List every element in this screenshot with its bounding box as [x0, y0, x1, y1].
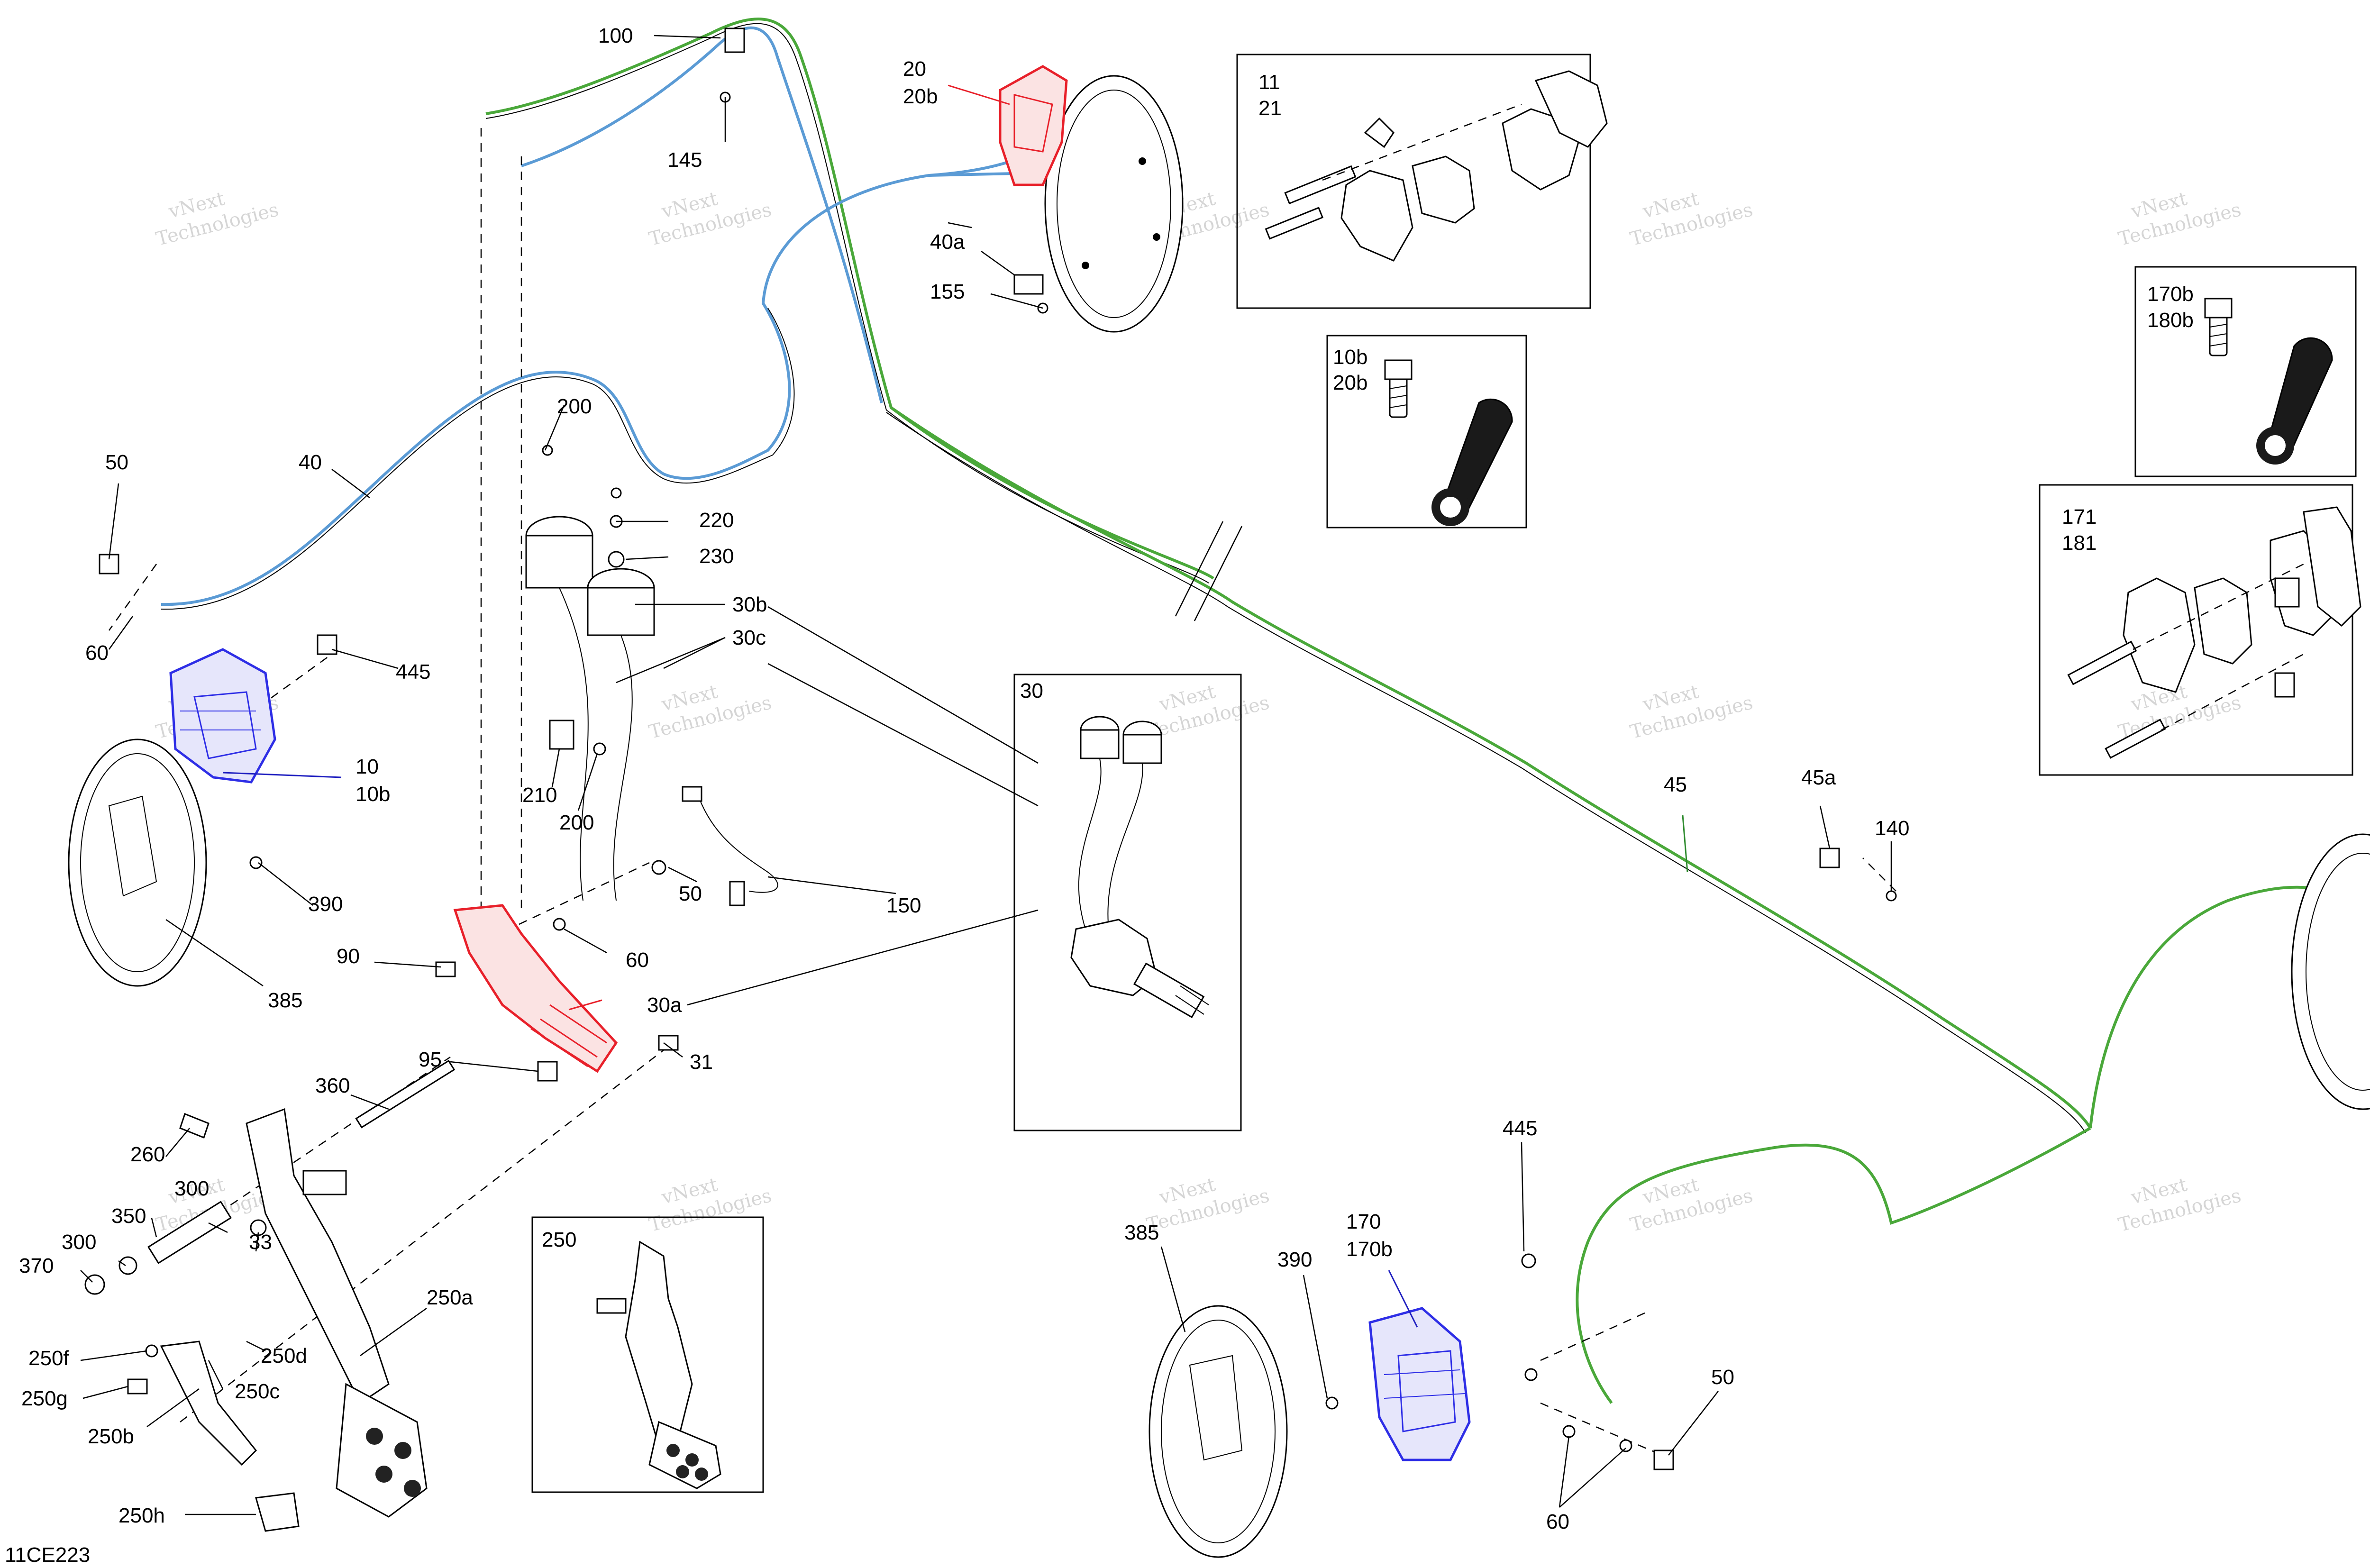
callout-10: 10: [356, 755, 379, 778]
callout-250g: 250g: [21, 1387, 68, 1410]
watermark: vNext Technologies: [1628, 1174, 1755, 1236]
callout-20: 20: [903, 57, 926, 81]
drawing-code: 11CE223: [5, 1543, 90, 1567]
brake-disc-385-right: [1149, 1305, 1288, 1558]
callout-30c: 30c: [732, 626, 766, 649]
callout-95: 95: [419, 1048, 442, 1071]
brake-disc-385-left: [68, 738, 207, 987]
callout-33: 33: [249, 1231, 272, 1254]
front-brake-disc-top: [1044, 75, 1184, 333]
callout-260: 260: [130, 1143, 165, 1166]
pedal-pad-250h: [255, 1492, 300, 1532]
brake-line-blue-top: [521, 26, 883, 403]
callout-30b: 30b: [732, 593, 767, 616]
inset-bleeder-rear: [2134, 266, 2357, 477]
watermark: vNext Technologies: [1628, 681, 1755, 743]
callout-200-top: 200: [557, 395, 592, 418]
watermark: vNext Technologies: [154, 188, 281, 250]
front-caliper-red: [999, 65, 1068, 186]
callout-390-left: 390: [308, 893, 343, 916]
callout-210: 210: [522, 784, 557, 807]
callout-170b: 170b: [1346, 1238, 1393, 1261]
callout-60-left: 60: [85, 641, 109, 665]
watermark: vNext Technologies: [647, 1174, 774, 1236]
watermark: vNext Technologies: [647, 681, 774, 743]
brake-reservoirs: [525, 516, 655, 901]
callout-250a: 250a: [427, 1286, 473, 1309]
callout-180b-box: 180b: [2147, 309, 2194, 332]
brake-line-45: [890, 406, 2092, 1129]
callout-45: 45: [1664, 773, 1687, 796]
inset-bleeder-front: [1326, 335, 1527, 529]
callout-445-left: 445: [396, 660, 430, 684]
callout-90: 90: [337, 945, 360, 968]
inset-pads-front: [1236, 54, 1608, 309]
callout-171: 171: [2062, 505, 2097, 529]
brake-pedal-250a: [246, 1108, 428, 1518]
hardware: [84, 27, 1897, 1470]
watermark: vNext Technologies: [2116, 188, 2243, 250]
callout-20b: 20b: [903, 85, 938, 108]
callout-230: 230: [699, 545, 734, 568]
watermark: vNext Technologies: [2116, 1174, 2243, 1236]
callout-145: 145: [667, 148, 702, 172]
callout-155: 155: [930, 280, 965, 303]
callout-200-mid: 200: [559, 811, 594, 834]
callout-445-right: 445: [1503, 1117, 1537, 1140]
callout-140: 140: [1875, 817, 1909, 840]
callout-50-right: 50: [1711, 1366, 1734, 1389]
callout-30a: 30a: [647, 994, 682, 1017]
callout-181: 181: [2062, 531, 2097, 555]
callout-390-right: 390: [1277, 1248, 1312, 1271]
callout-11: 11: [1258, 71, 1280, 94]
callout-50-top: 50: [105, 451, 128, 474]
callout-385-left: 385: [268, 989, 302, 1012]
callout-60-right: 60: [1546, 1510, 1569, 1533]
callout-150: 150: [886, 894, 921, 917]
callout-50-mid: 50: [679, 882, 702, 905]
callout-360: 360: [315, 1074, 350, 1097]
callout-250f: 250f: [28, 1347, 69, 1370]
callout-45a: 45a: [1801, 766, 1836, 789]
callout-350: 350: [111, 1204, 146, 1228]
callout-300-top: 300: [174, 1177, 209, 1200]
callouts: 100 145 20 20b 40a 155 11 21 10b 20b 170…: [19, 24, 2194, 1533]
callout-40: 40: [299, 451, 322, 474]
inset-pads-rear: [2039, 484, 2361, 776]
callout-220: 220: [699, 509, 734, 532]
callout-300-bot: 300: [62, 1231, 96, 1254]
callout-60-mid: 60: [626, 948, 649, 972]
rear-brake-disc-right: [2291, 833, 2370, 1110]
callout-250-box: 250: [542, 1228, 576, 1251]
callout-250h: 250h: [118, 1504, 165, 1527]
callout-10b-box: 10b: [1333, 346, 1367, 369]
master-cylinder-red: [453, 904, 618, 1073]
inset-master-cylinder: [1013, 674, 1242, 1131]
callout-31: 31: [690, 1050, 713, 1074]
callout-20b-box: 20b: [1333, 371, 1367, 394]
callout-40a: 40a: [930, 230, 965, 254]
watermark: vNext Technologies: [647, 188, 774, 250]
pedal-arm-250b: [160, 1340, 257, 1466]
callout-21: 21: [1258, 97, 1282, 120]
callout-170b-box: 170b: [2147, 283, 2194, 306]
callout-370: 370: [19, 1254, 54, 1277]
watermarks: vNext Technologies vNext Technologies vN…: [154, 188, 2243, 1236]
watermark: vNext Technologies: [1628, 188, 1755, 250]
inset-pedal: [531, 1216, 764, 1493]
leader-lines: [80, 35, 1892, 1515]
callout-385-right: 385: [1124, 1221, 1159, 1244]
callout-10b: 10b: [356, 783, 390, 806]
brake-line-40: [161, 172, 1039, 606]
callout-250c: 250c: [235, 1380, 280, 1403]
callout-250d: 250d: [261, 1344, 307, 1367]
caliper-170-blue: [1368, 1307, 1471, 1461]
callout-30-box: 30: [1020, 679, 1043, 702]
caliper-10-blue: [169, 648, 276, 784]
callout-100: 100: [598, 24, 633, 47]
callout-250b: 250b: [88, 1425, 134, 1448]
callout-170: 170: [1346, 1210, 1381, 1233]
